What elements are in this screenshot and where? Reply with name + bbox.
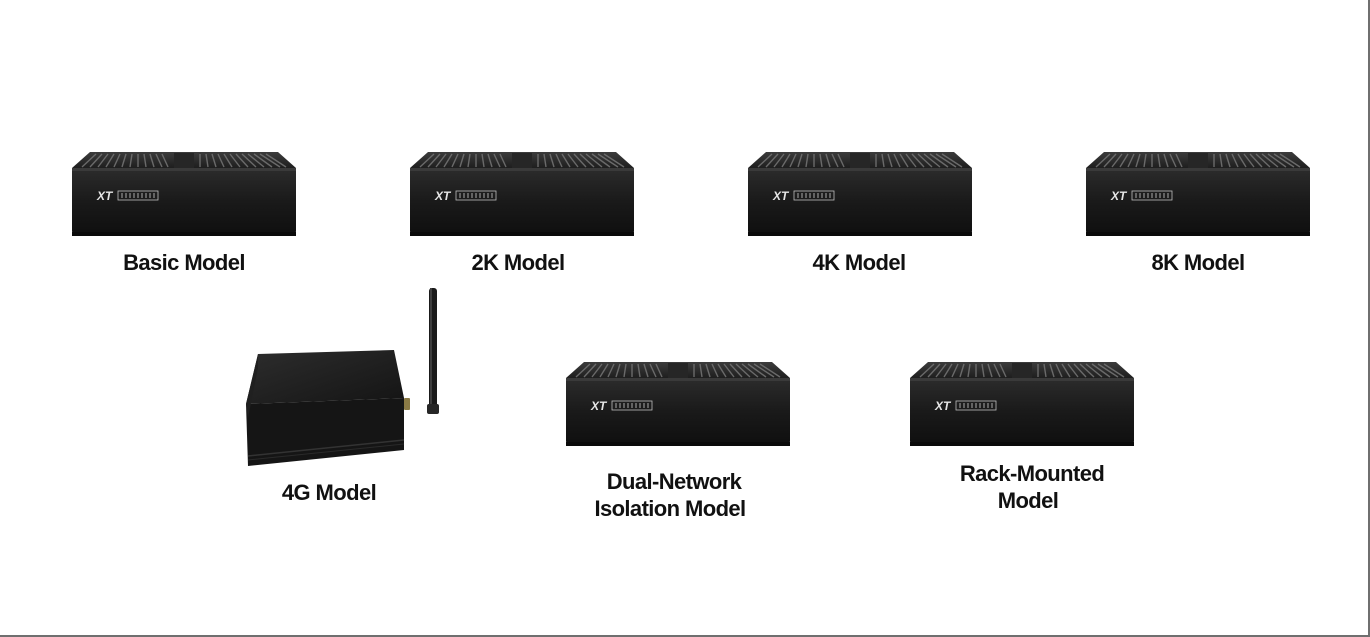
caption-rack-mounted-line1: Rack-Mounted — [959, 461, 1105, 486]
caption-4k-model: 4K Model — [812, 250, 907, 275]
fanless-box-icon — [410, 152, 634, 236]
fanless-box-icon — [566, 362, 790, 446]
caption-2k-model: 2K Model — [471, 250, 566, 275]
box-with-antenna-icon — [246, 288, 439, 466]
product-dual-network — [566, 362, 790, 446]
caption-8k-model: 8K Model — [1151, 250, 1246, 275]
caption-dual-network-line2: Isolation Model — [594, 496, 746, 521]
product-2k — [410, 152, 634, 236]
caption-basic-model: Basic Model — [123, 250, 245, 275]
fanless-box-icon — [72, 152, 296, 236]
product-4g — [244, 288, 450, 468]
fanless-box-icon — [1086, 152, 1310, 236]
caption-dual-network-line1: Dual-Network — [606, 469, 742, 494]
product-basic — [72, 152, 296, 236]
product-4k — [748, 152, 972, 236]
product-8k — [1086, 152, 1310, 236]
fanless-box-icon — [748, 152, 972, 236]
caption-4g-model: 4G Model — [281, 480, 377, 505]
caption-rack-mounted-line2: Model — [997, 488, 1059, 513]
fanless-box-icon — [910, 362, 1134, 446]
product-rack-mounted — [910, 362, 1134, 446]
